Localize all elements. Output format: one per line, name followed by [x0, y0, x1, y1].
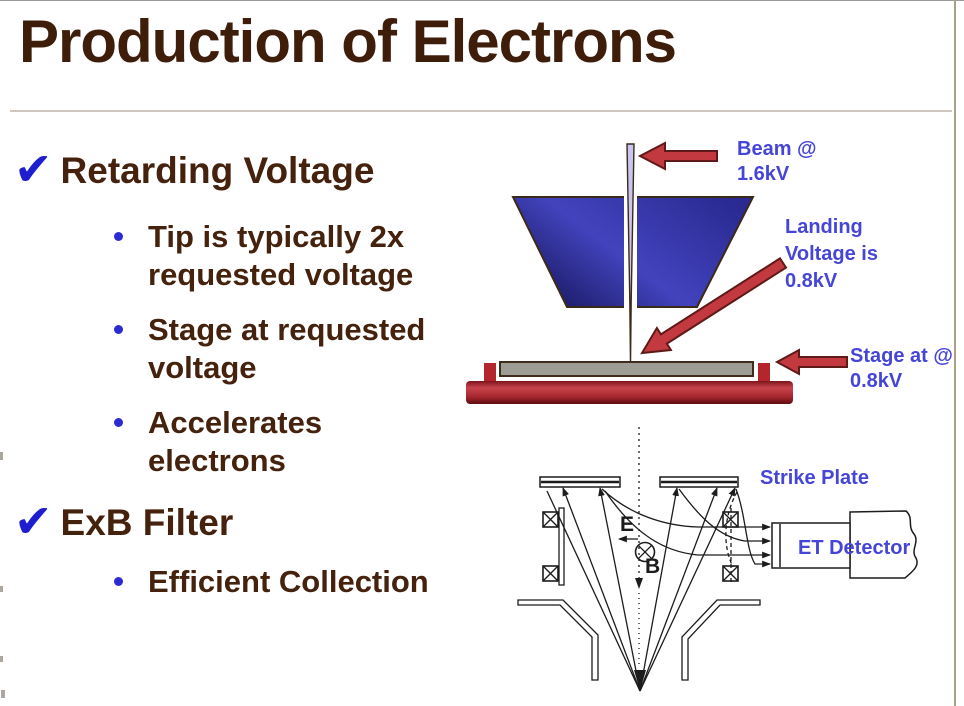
et-detector-label: ET Detector: [798, 537, 910, 559]
bullet-line: electrons: [148, 443, 286, 478]
section-label: Retarding Voltage: [60, 150, 375, 191]
bullet-dot-icon: [114, 577, 123, 586]
stage-label: 0.8kV: [850, 370, 903, 392]
stage-arrow-icon: [774, 348, 848, 376]
strike-plate-right: [659, 476, 739, 488]
crossover-point: [634, 670, 646, 691]
title-divider: [10, 110, 952, 112]
stage-support-left: [484, 363, 496, 382]
coil-icon: [722, 565, 739, 582]
bullet-line: Tip is typically 2x: [148, 219, 405, 254]
funnel-wall-left: [517, 599, 599, 681]
et-detector-body: [771, 522, 851, 569]
scan-speck: [1, 690, 5, 698]
funnel-wall-right: [681, 599, 761, 681]
electron-trajectories: [546, 486, 772, 692]
bullet-dot-icon: [114, 232, 123, 241]
bullet-line: voltage: [148, 350, 257, 385]
check-icon: ✔: [14, 495, 53, 547]
scan-speck: [0, 656, 3, 662]
beam-label: 1.6kV: [737, 163, 790, 185]
strike-plate-left: [539, 476, 621, 488]
section-retarding-voltage: ✔ Retarding Voltage: [14, 146, 374, 192]
e-field-label: E: [620, 513, 634, 536]
stage-label: Stage at @: [850, 345, 953, 367]
bullet-dot-icon: [114, 325, 123, 334]
tip-needle: [626, 143, 635, 365]
bullet-line: Efficient Collection: [148, 564, 429, 599]
stage-plate: [499, 361, 754, 377]
landing-label: Landing: [785, 216, 863, 238]
detector-backing: [849, 510, 918, 579]
coil-icon: [542, 511, 559, 528]
b-field-label: B: [645, 555, 660, 578]
b-field-icon: [634, 541, 656, 563]
slide-top-border: [0, 0, 964, 1]
landing-arrow-icon: [640, 257, 788, 355]
bullet-line: requested voltage: [148, 257, 414, 292]
retarding-voltage-diagram: Beam @ 1.6kV Landing Voltage is 0.8kV St…: [466, 138, 953, 404]
page-title: Production of Electrons: [19, 8, 677, 75]
beam-arrow-icon: [637, 141, 718, 171]
bullet-dot-icon: [114, 418, 123, 427]
landing-label: 0.8kV: [785, 270, 838, 292]
scan-speck: [0, 586, 3, 592]
bullet-efficient-collection: Efficient Collection: [114, 563, 429, 601]
stage-base: [466, 381, 793, 404]
slide-right-border: [954, 0, 956, 706]
coil-icon: [542, 565, 559, 582]
bullet-tip-voltage: Tip is typically 2x requested voltage: [114, 218, 413, 294]
section-exb-filter: ✔ ExB Filter: [14, 498, 233, 544]
exb-filter-diagram: Strike Plate ET Detector E B: [517, 427, 918, 692]
stage-support-right: [758, 363, 770, 385]
strike-plate-label: Strike Plate: [760, 467, 869, 489]
scan-speck: [0, 452, 3, 460]
bullet-line: Stage at requested: [148, 312, 426, 347]
bullet-accelerates: Accelerates electrons: [114, 404, 322, 480]
bullet-line: Accelerates: [148, 405, 323, 440]
section-label: ExB Filter: [60, 502, 234, 543]
axis-arrow-icon: [635, 578, 643, 589]
check-icon: ✔: [14, 143, 53, 195]
landing-label: Voltage is: [785, 243, 878, 265]
bullet-stage-voltage: Stage at requested voltage: [114, 311, 425, 387]
beam-label: Beam @: [737, 138, 817, 160]
deflector-plate-left: [558, 507, 565, 586]
